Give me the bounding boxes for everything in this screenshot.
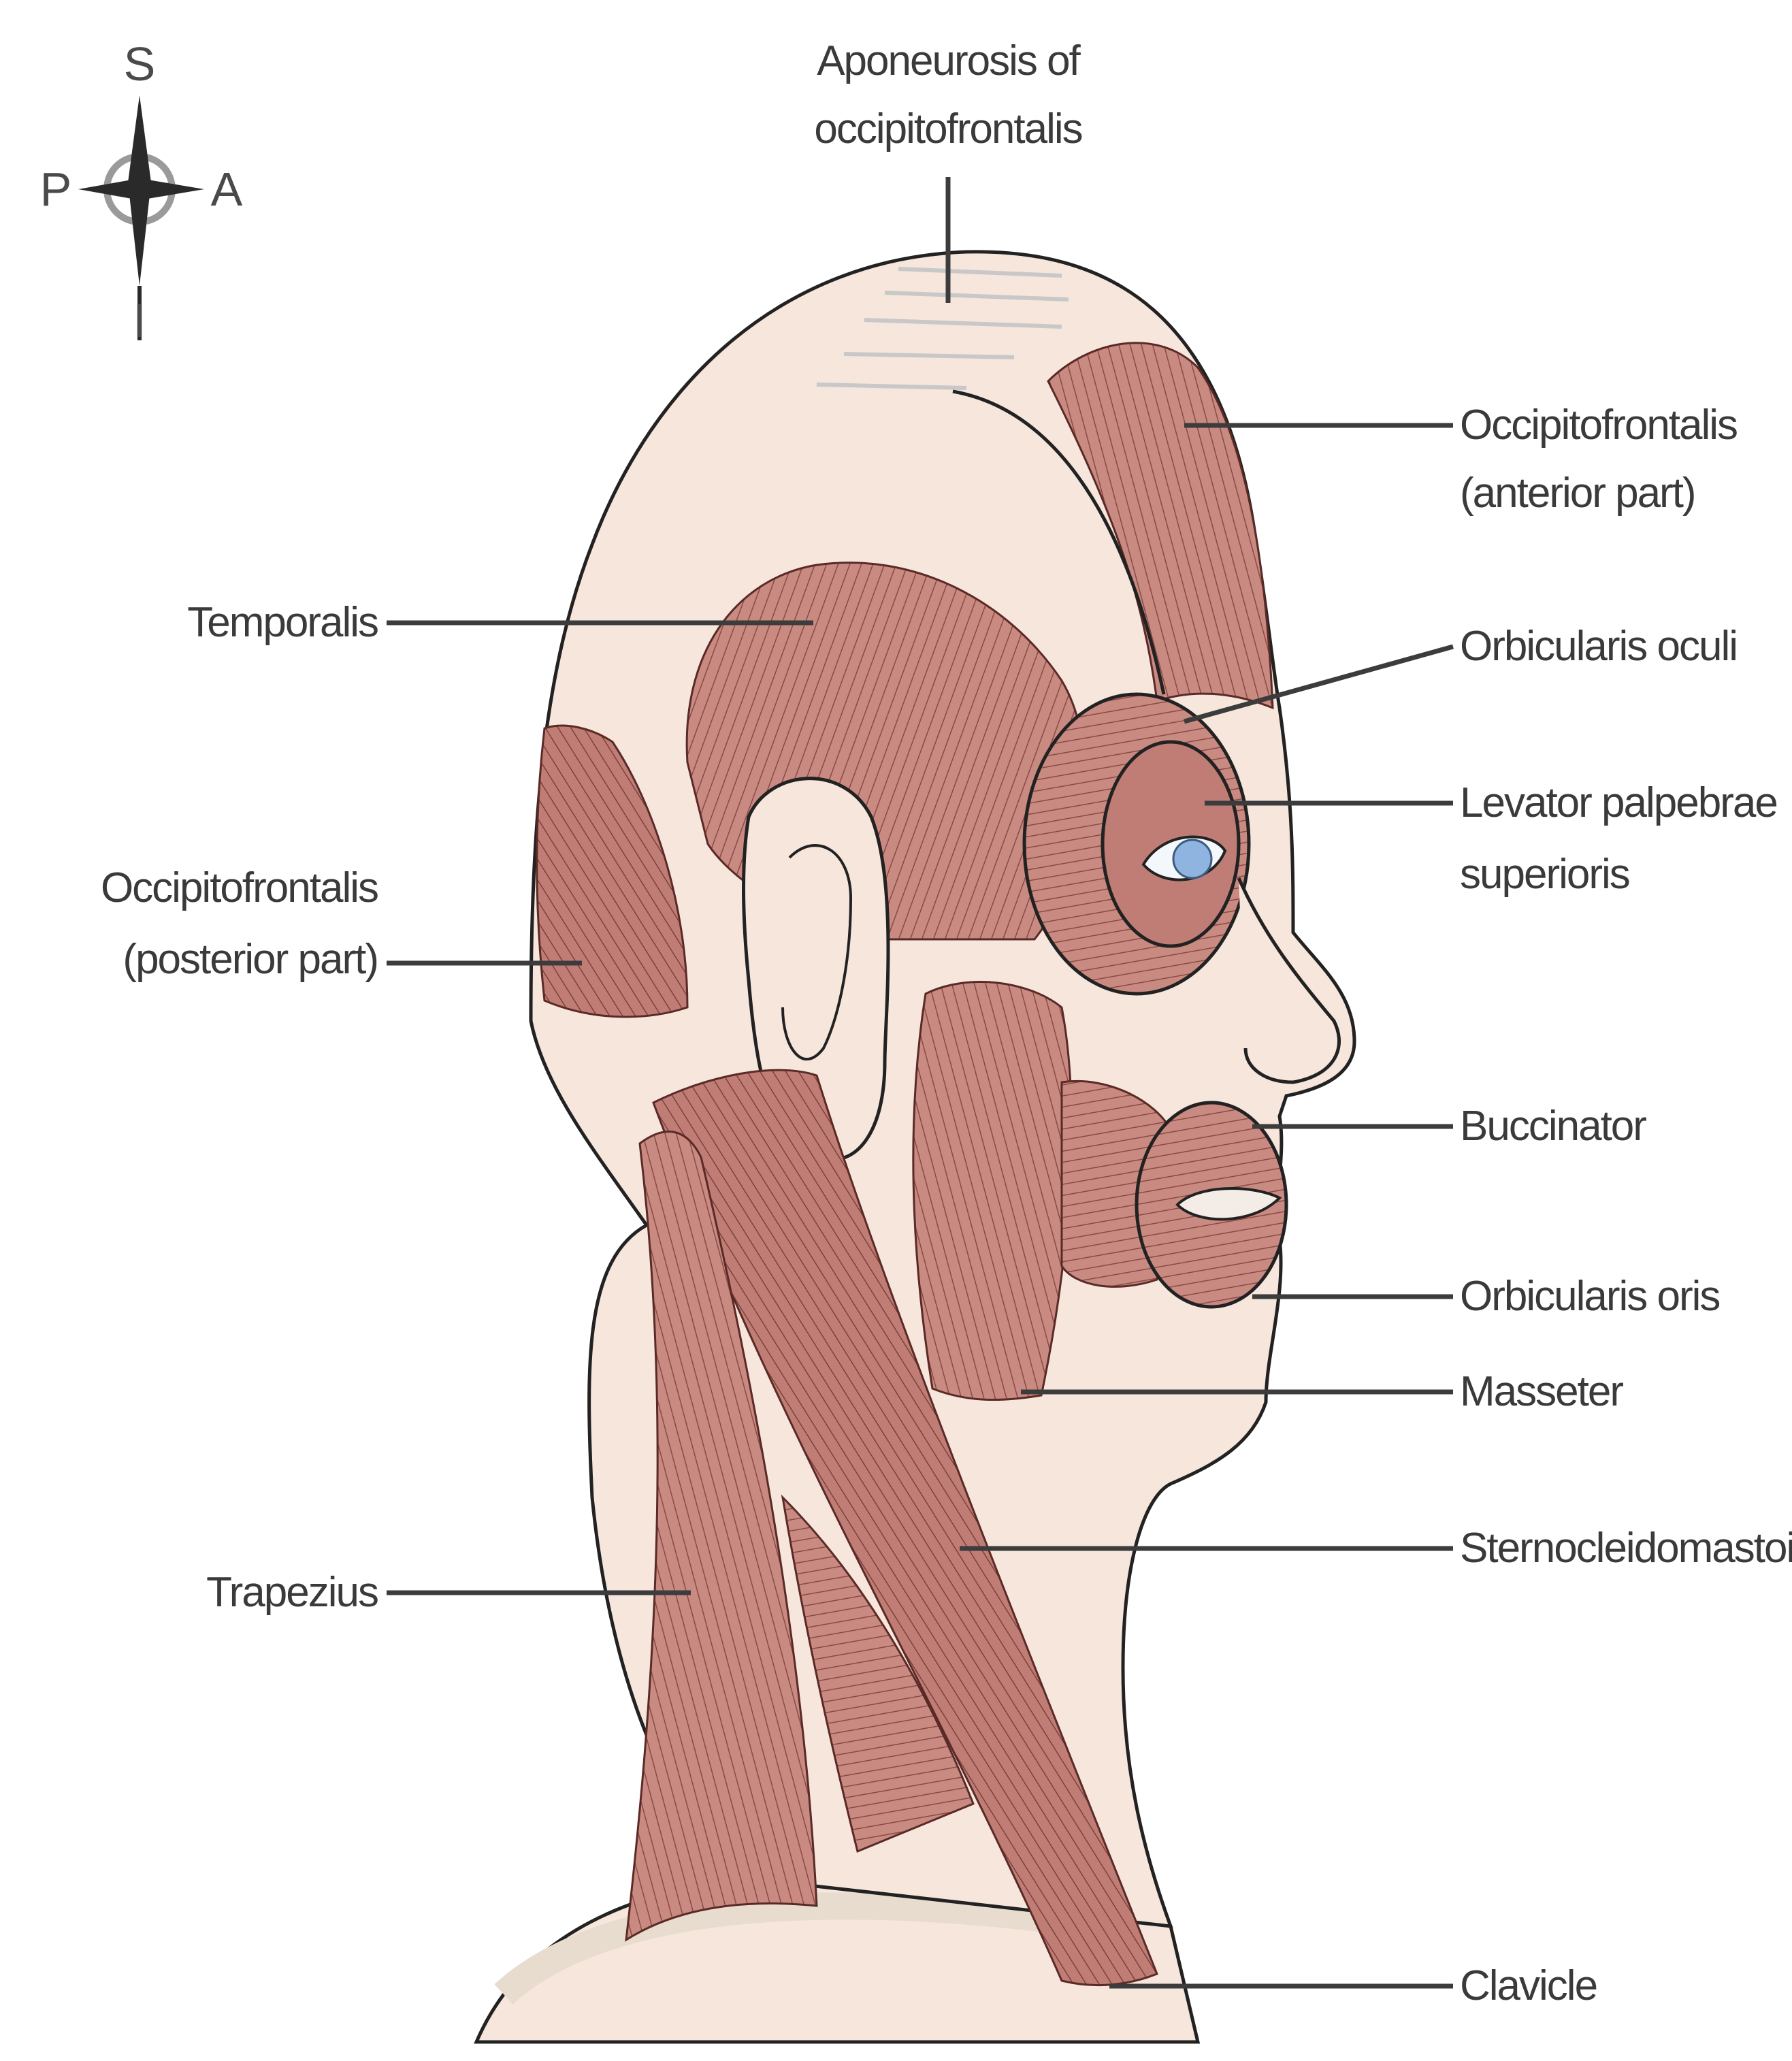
label-buccinator: Buccinator	[1460, 1103, 1646, 1150]
label-orbicularis-oris: Orbicularis oris	[1460, 1273, 1719, 1320]
compass-star-horizontal	[78, 178, 204, 200]
compass-inferior: I	[133, 294, 146, 347]
orientation-compass: S I P A	[40, 37, 243, 347]
leader-orbicularis-oculi	[1184, 644, 1454, 724]
lips-opening	[1175, 1187, 1282, 1221]
compass-posterior: P	[40, 163, 72, 216]
sternocleidomastoid-muscle	[652, 1069, 1158, 1987]
label-levator-palpebrae-line2: superioris	[1460, 851, 1629, 898]
label-occipitofrontalis-posterior-line2: (posterior part)	[123, 936, 378, 983]
ear-inner	[781, 844, 853, 1060]
label-masseter: Masseter	[1460, 1368, 1623, 1415]
compass-anterior: A	[211, 163, 243, 216]
label-temporalis: Temporalis	[187, 599, 378, 646]
label-trapezius: Trapezius	[206, 1569, 378, 1616]
trapezius-muscle	[625, 1131, 818, 1942]
clavicle-bone	[494, 1892, 1105, 2005]
label-occipitofrontalis-posterior-line1: Occipitofrontalis	[101, 864, 378, 911]
aponeurosis-lines	[816, 267, 1069, 390]
eye-iris	[1172, 839, 1213, 879]
label-orbicularis-oculi: Orbicularis oculi	[1460, 623, 1737, 670]
head-illustration	[474, 250, 1356, 2044]
masseter-muscle	[912, 981, 1073, 1401]
ear-outline	[742, 777, 890, 1162]
occipitofrontalis-posterior-muscle	[536, 724, 689, 1018]
deep-neck-muscles	[781, 1494, 975, 1853]
orbicularis-oculi-group	[1022, 692, 1251, 996]
orbicularis-oris-group	[1135, 1101, 1288, 1309]
nose-outline	[1237, 877, 1341, 1084]
leader-lines	[387, 177, 1454, 1989]
labels: Aponeurosis of occipitofrontalis Occipit…	[101, 37, 1792, 2009]
frontal-edge-line	[952, 389, 1166, 695]
label-aponeurosis-line2: occipitofrontalis	[814, 106, 1081, 152]
label-clavicle: Clavicle	[1460, 1962, 1597, 2009]
label-occipitofrontalis-anterior-line2: (anterior part)	[1460, 470, 1695, 517]
label-levator-palpebrae-line1: Levator palpebrae	[1460, 779, 1777, 826]
label-sternocleidomastoid: Sternocleidomastoid	[1460, 1525, 1792, 1572]
label-aponeurosis-line1: Aponeurosis of	[817, 37, 1081, 84]
label-occipitofrontalis-anterior-line1: Occipitofrontalis	[1460, 402, 1737, 449]
compass-superior: S	[124, 37, 156, 91]
